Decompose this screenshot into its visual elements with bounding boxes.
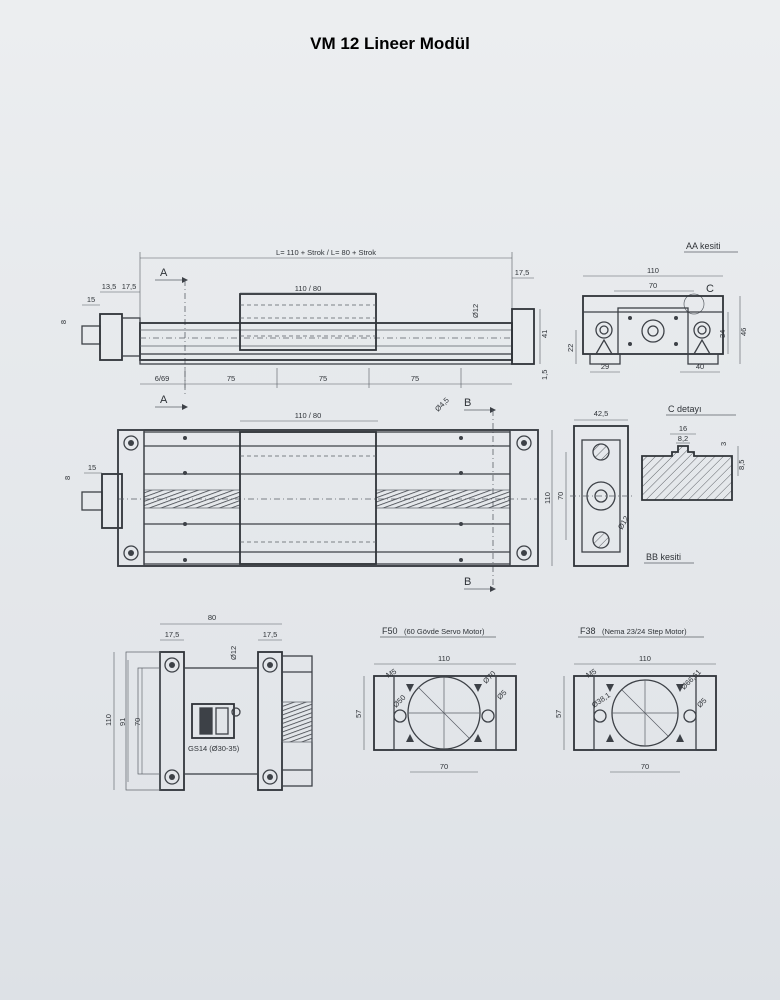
end-view: 80 17,5 17,5 Ø12 GS14 (Ø30-35) — [104, 613, 313, 791]
side-shaft-h-dim: 8 — [59, 320, 68, 324]
top-section-b-label-bottom: B — [464, 576, 471, 588]
aa-width-dim: 110 — [647, 266, 659, 275]
c-detail-label: C detayı — [668, 404, 702, 414]
aa-bottom-right-dim: 40 — [696, 362, 704, 371]
side-spacing-3: 75 — [319, 374, 327, 383]
side-shaft-dim: 15 — [87, 295, 95, 304]
bb-section: 42,5 70 Ø12 BB kesiti — [556, 409, 694, 567]
c-detail: C detayı 16 8,2 3 8,5 — [641, 404, 746, 501]
side-spacing-2: 75 — [227, 374, 235, 383]
side-base-dim: 1,5 — [540, 370, 549, 380]
f38-d2: Ø38,1 — [590, 691, 612, 710]
side-section-a-label: A — [160, 267, 168, 279]
side-rod-dia: Ø12 — [471, 304, 480, 318]
f38-bottom-dim: 70 — [641, 762, 649, 771]
side-end-width-dim: 17,5 — [515, 268, 530, 277]
bb-width-dim: 42,5 — [594, 409, 609, 418]
end-height-dim-1: 110 — [104, 714, 113, 726]
c-w1-dim: 16 — [679, 424, 687, 433]
side-left-dim-1: 13,5 — [102, 282, 117, 291]
side-height-dim: 41 — [540, 330, 549, 338]
side-left-dim-2: 17,5 — [122, 282, 137, 291]
c-h1-dim: 3 — [719, 442, 728, 446]
f50-flange: F50 (60 Gövde Servo Motor) 110 M5 Ø70 Ø5… — [354, 626, 517, 773]
top-view: A B B 110 / 80 Ø4,5 15 8 — [63, 394, 553, 592]
aa-section: AA kesiti 110 70 C 29 40 — [566, 241, 748, 373]
side-spacing-4: 75 — [411, 374, 419, 383]
side-view: L= 110 + Strok / L= 80 + Strok 17,5 13,5… — [59, 248, 549, 395]
f50-thread: M5 — [385, 667, 399, 680]
f50-label: F50 — [382, 626, 398, 636]
end-left-dim: 17,5 — [165, 630, 180, 639]
end-height-dim-2: 91 — [118, 718, 127, 726]
top-hole-dim: Ø4,5 — [433, 396, 451, 414]
aa-h2-dim: 46 — [739, 328, 748, 336]
top-shaft-dim: 15 — [88, 463, 96, 472]
f50-subtitle: (60 Gövde Servo Motor) — [404, 627, 485, 636]
f38-flange: F38 (Nema 23/24 Step Motor) 110 M5 Ø66,6… — [554, 626, 717, 773]
top-section-a-label: A — [160, 394, 168, 406]
f38-label: F38 — [580, 626, 596, 636]
aa-detail-c: C — [706, 283, 714, 295]
side-spacing-1: 6/69 — [155, 374, 170, 383]
c-w2-dim: 8,2 — [678, 434, 688, 443]
end-coupling-label: GS14 (Ø30-35) — [188, 744, 240, 753]
top-section-b-label-top: B — [464, 397, 471, 409]
aa-h1-dim: 34 — [718, 330, 727, 338]
top-carriage-dim: 110 / 80 — [295, 411, 322, 420]
top-shaft-h-dim: 8 — [63, 476, 72, 480]
f50-h-dim: 57 — [354, 710, 363, 718]
side-carriage-dim: 110 / 80 — [295, 284, 322, 293]
f38-h-dim: 57 — [554, 710, 563, 718]
end-width-dim: 80 — [208, 613, 216, 622]
page-title: VM 12 Lineer Modül — [310, 34, 470, 53]
top-height-dim: 110 — [543, 492, 552, 504]
f38-subtitle: (Nema 23/24 Step Motor) — [602, 627, 687, 636]
aa-left-h-dim: 22 — [566, 344, 575, 352]
end-height-dim-3: 70 — [133, 718, 142, 726]
c-h2-dim: 8,5 — [737, 460, 746, 470]
f38-thread: M5 — [585, 667, 599, 680]
end-dia-dim: Ø12 — [229, 646, 238, 660]
f50-d3: Ø5 — [495, 688, 508, 701]
f50-width-dim: 110 — [438, 654, 450, 663]
f38-width-dim: 110 — [639, 654, 651, 663]
f38-d3: Ø5 — [695, 696, 708, 709]
aa-section-label: AA kesiti — [686, 241, 721, 251]
aa-inner-dim: 70 — [649, 281, 657, 290]
f50-bottom-dim: 70 — [440, 762, 448, 771]
bb-h-dim: 70 — [556, 492, 565, 500]
side-overall-dim: L= 110 + Strok / L= 80 + Strok — [276, 248, 376, 257]
end-right-dim: 17,5 — [263, 630, 278, 639]
bb-section-label: BB kesiti — [646, 552, 681, 562]
f50-d1: Ø70 — [481, 669, 497, 685]
f38-d1: Ø66,61 — [679, 668, 703, 692]
aa-bottom-left-dim: 29 — [601, 362, 609, 371]
